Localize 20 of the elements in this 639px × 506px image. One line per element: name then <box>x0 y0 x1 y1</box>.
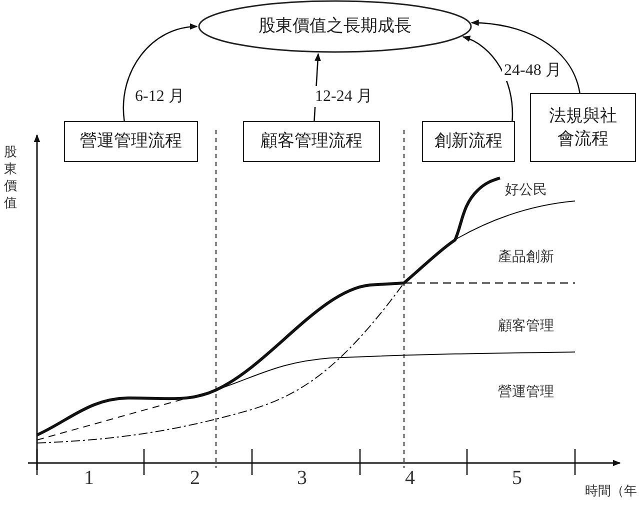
arrow <box>122 24 198 122</box>
tick-label: 5 <box>512 467 522 490</box>
arrow <box>470 20 580 94</box>
band-label: 營運管理 <box>498 384 554 401</box>
band-label: 顧客管理 <box>498 317 554 335</box>
tick-label: 2 <box>190 467 200 490</box>
band-label: 產品創新 <box>498 248 554 266</box>
process-box: 法規與社會流程 <box>530 93 636 162</box>
tick-label: 3 <box>297 467 307 490</box>
node-text: 股東價值之長期成長 <box>258 15 412 38</box>
process-box: 顧客管理流程 <box>243 121 380 162</box>
arrow <box>462 36 514 122</box>
axis-title: 股東價值 <box>4 143 18 211</box>
process-box: 營運管理流程 <box>64 121 198 162</box>
process-box: 創新流程 <box>422 121 515 162</box>
band-label: 好公民 <box>505 182 547 199</box>
axis-title: 時間（年 <box>585 482 637 500</box>
goal-ellipse <box>198 0 472 53</box>
tick-label: 4 <box>405 467 415 490</box>
tick-label: 1 <box>84 467 94 490</box>
